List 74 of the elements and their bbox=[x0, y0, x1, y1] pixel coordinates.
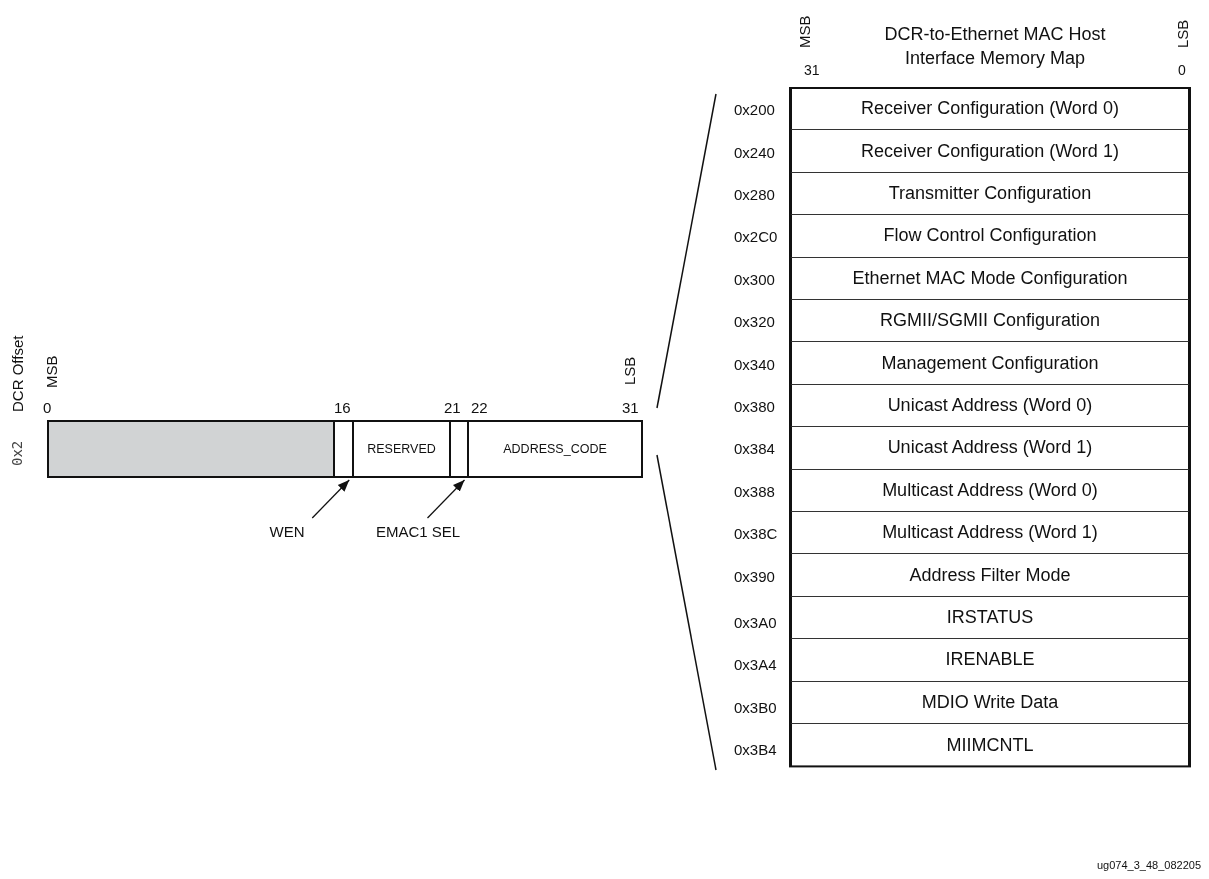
field-name: Address Filter Mode bbox=[909, 564, 1071, 586]
field-name: Receiver Configuration (Word 1) bbox=[861, 140, 1119, 162]
field-name: Transmitter Configuration bbox=[888, 183, 1092, 204]
register-field bbox=[469, 420, 643, 478]
address-offset: 0x3A4 bbox=[734, 657, 777, 673]
bit-number: 31 bbox=[804, 63, 820, 77]
register-row bbox=[790, 342, 1190, 385]
field-name: Multicast Address (Word 1) bbox=[882, 522, 1098, 544]
callout-arrow bbox=[311, 479, 350, 519]
field-name: Unicast Address (Word 1) bbox=[887, 437, 1093, 459]
register-row bbox=[790, 427, 1190, 470]
bit-order-label: MSB bbox=[797, 15, 812, 48]
register-row bbox=[790, 215, 1190, 258]
field-name: Management Configuration bbox=[881, 352, 1099, 374]
address-offset: 0x38C bbox=[734, 526, 778, 542]
register-row bbox=[790, 469, 1190, 512]
register-row bbox=[790, 88, 1190, 131]
bit-field bbox=[451, 420, 469, 478]
register-row bbox=[790, 384, 1190, 428]
field-name: MIIMCNTL bbox=[946, 734, 1034, 756]
field-name: IRENABLE bbox=[945, 649, 1035, 671]
reserved-bits-field bbox=[47, 420, 335, 478]
field-name: RESERVED bbox=[367, 442, 436, 456]
address-offset: 0x300 bbox=[734, 271, 775, 287]
address-offset: 0x380 bbox=[734, 399, 775, 414]
field-name: MDIO Write Data bbox=[921, 691, 1059, 713]
register-row bbox=[790, 257, 1190, 300]
field-name: RGMII/SGMII Configuration bbox=[879, 310, 1101, 332]
address-offset: 0x390 bbox=[734, 568, 775, 584]
field-callout-label: WEN bbox=[252, 520, 322, 542]
address-offset: 0x3B0 bbox=[734, 699, 777, 715]
register-row bbox=[790, 724, 1190, 767]
bit-number: 21 bbox=[444, 400, 461, 415]
diagram-title: DCR-to-Ethernet MAC Host Interface Memory Map bbox=[883, 23, 1107, 70]
bit-number: 22 bbox=[471, 400, 488, 415]
register-field bbox=[354, 420, 451, 478]
address-offset: 0x280 bbox=[734, 187, 775, 202]
address-offset: 0x3B4 bbox=[734, 742, 777, 758]
bit-number: 0 bbox=[43, 400, 52, 415]
axis-label: DCR Offset bbox=[10, 335, 25, 412]
register-row bbox=[790, 172, 1190, 216]
figure-id: ug074_3_48_082205 bbox=[1097, 860, 1201, 871]
bit-number: 31 bbox=[622, 400, 639, 415]
field-name: IRSTATUS bbox=[946, 607, 1034, 628]
register-row bbox=[790, 596, 1190, 640]
address-offset: 0x240 bbox=[734, 144, 775, 160]
callout-arrow bbox=[426, 479, 466, 519]
address-offset: 0x340 bbox=[734, 356, 775, 372]
address-offset: 0x320 bbox=[734, 314, 775, 330]
field-name: ADDRESS_CODE bbox=[503, 442, 607, 456]
register-row bbox=[790, 681, 1190, 724]
bit-number: 16 bbox=[334, 400, 351, 415]
field-callout-label: EMAC1 SEL bbox=[358, 520, 478, 542]
register-row bbox=[790, 130, 1190, 173]
bit-order-label: LSB bbox=[622, 356, 637, 385]
address-offset: 0x388 bbox=[734, 483, 775, 499]
field-name: Flow Control Configuration bbox=[883, 225, 1097, 247]
bit-order-label: LSB bbox=[1175, 19, 1190, 48]
field-name: Unicast Address (Word 0) bbox=[887, 395, 1093, 416]
address-offset: 0x200 bbox=[734, 102, 775, 118]
address-offset: 0x3A0 bbox=[734, 615, 777, 630]
register-row bbox=[790, 639, 1190, 682]
bit-number: 0 bbox=[1178, 63, 1186, 77]
address-offset: 0x384 bbox=[734, 441, 775, 457]
field-name: Receiver Configuration (Word 0) bbox=[861, 98, 1119, 120]
dcr-offset-value: 0x2 bbox=[10, 440, 24, 466]
register-row bbox=[790, 554, 1190, 597]
field-name: Ethernet MAC Mode Configuration bbox=[852, 267, 1128, 289]
field-name: Multicast Address (Word 0) bbox=[882, 479, 1098, 501]
bit-field bbox=[335, 420, 354, 478]
register-row bbox=[790, 300, 1190, 343]
address-offset: 0x2C0 bbox=[734, 229, 778, 245]
bit-order-label: MSB bbox=[44, 355, 59, 388]
register-row bbox=[790, 512, 1190, 555]
